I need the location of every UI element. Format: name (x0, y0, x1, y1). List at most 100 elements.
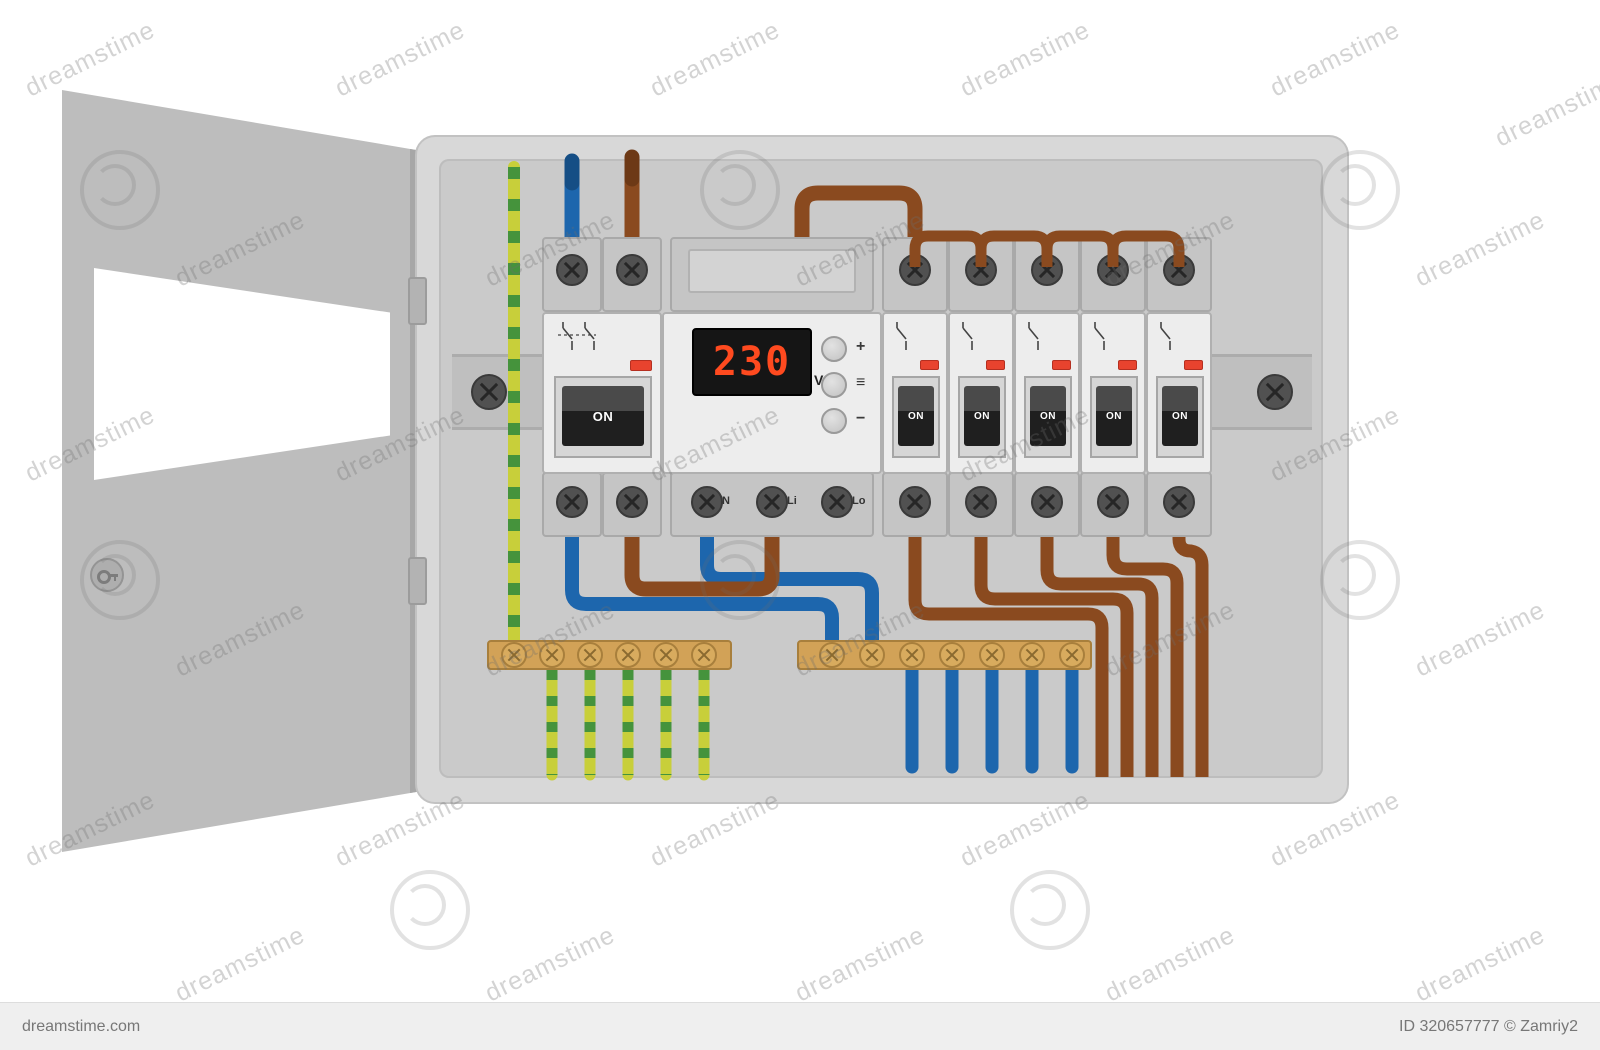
circuit-breaker: ON (1146, 312, 1212, 474)
watermark-footer: dreamstime.com ID 320657777 © Zamriy2 (0, 1002, 1600, 1050)
menu-label: ≡ (856, 374, 866, 391)
watermark-text: dreamstime (20, 15, 160, 103)
bus-screw-icon (1019, 642, 1045, 668)
footer-credit: ID 320657777 © Zamriy2 (1399, 1017, 1578, 1035)
bus-screw-icon (539, 642, 565, 668)
bus-screw-icon (899, 642, 925, 668)
watermark-text: dreamstime (645, 15, 785, 103)
watermark-swirl-icon (1010, 870, 1090, 950)
circuit-breaker: ON (1080, 312, 1146, 474)
terminal-screw-icon (1097, 486, 1129, 518)
terminal-screw-icon (556, 254, 588, 286)
terminal-block (542, 472, 602, 537)
breaker-symbol-icon (1160, 322, 1171, 350)
terminal-block (882, 472, 948, 537)
watermark-text: dreamstime (955, 15, 1095, 103)
breaker-symbol-icon (1094, 322, 1105, 350)
meter-minus-button (821, 408, 847, 434)
cabinet-door (62, 90, 422, 852)
breaker-symbol-icon (896, 322, 907, 350)
voltmeter-module: 230 V + ≡ − (662, 312, 882, 474)
bus-screw-icon (979, 642, 1005, 668)
terminal-screw-icon (756, 486, 788, 518)
breaker-switch: ON (1162, 386, 1198, 446)
screw-icon (1257, 374, 1293, 410)
trip-indicator (1052, 360, 1071, 370)
meter-cover-panel (688, 249, 856, 293)
watermark-swirl-icon (390, 870, 470, 950)
breaker-symbol-icon (962, 322, 973, 350)
terminal-label-lo: Lo (852, 495, 866, 507)
hinge-icon (408, 277, 427, 325)
terminal-screw-icon (1031, 486, 1063, 518)
breaker-switch: ON (898, 386, 934, 446)
watermark-text: dreamstime (1410, 920, 1550, 1008)
circuit-breaker: ON (882, 312, 948, 474)
terminal-screw-icon (965, 486, 997, 518)
minus-label: − (856, 410, 866, 427)
bus-screw-icon (577, 642, 603, 668)
bus-screw-icon (1059, 642, 1085, 668)
watermark-text: dreamstime (1410, 205, 1550, 293)
terminal-screw-icon (691, 486, 723, 518)
voltage-display: 230 (692, 328, 812, 396)
terminal-screw-icon (899, 254, 931, 286)
bus-screw-icon (819, 642, 845, 668)
terminal-screw-icon (556, 486, 588, 518)
plus-label: + (856, 338, 866, 355)
key-stem (108, 574, 118, 577)
terminal-label-li: Li (787, 495, 797, 507)
main-breaker-switch: ON (562, 386, 644, 446)
trip-indicator (630, 360, 652, 371)
bus-screw-icon (939, 642, 965, 668)
watermark-text: dreamstime (790, 920, 930, 1008)
breaker-symbol-icon (1028, 322, 1039, 350)
watermark-text: dreamstime (1410, 595, 1550, 683)
trip-indicator (920, 360, 939, 370)
trip-indicator (986, 360, 1005, 370)
watermark-text: dreamstime (1490, 65, 1600, 153)
watermark-text: dreamstime (480, 920, 620, 1008)
circuit-breaker: ON (948, 312, 1014, 474)
breaker-switch: ON (1096, 386, 1132, 446)
watermark-text: dreamstime (1100, 920, 1240, 1008)
bus-screw-icon (859, 642, 885, 668)
terminal-screw-icon (1163, 254, 1195, 286)
meter-plus-button (821, 336, 847, 362)
meter-menu-button (821, 372, 847, 398)
terminal-screw-icon (821, 486, 853, 518)
watermark-text: dreamstime (1265, 15, 1405, 103)
terminal-screw-icon (616, 486, 648, 518)
footer-site: dreamstime.com (22, 1017, 141, 1035)
bus-screw-icon (501, 642, 527, 668)
earth-bus-bar (487, 640, 732, 670)
screw-icon (471, 374, 507, 410)
watermark-text: dreamstime (330, 15, 470, 103)
terminal-screw-icon (1163, 486, 1195, 518)
voltage-unit: V (814, 372, 824, 388)
key-tooth (114, 577, 116, 581)
rcd-symbol-icon (558, 322, 596, 350)
key-ring (97, 570, 111, 584)
bus-screw-icon (653, 642, 679, 668)
terminal-screw-icon (1097, 254, 1129, 286)
terminal-block (602, 237, 662, 312)
circuit-breaker: ON (1014, 312, 1080, 474)
voltage-value: 230 (712, 339, 792, 385)
terminal-screw-icon (965, 254, 997, 286)
trip-indicator (1118, 360, 1137, 370)
fuse-box: N Li Lo ON 230 V + ≡ − (408, 135, 1349, 804)
breaker-switch: ON (1030, 386, 1066, 446)
door-window (94, 268, 390, 480)
watermark-text: dreamstime (170, 920, 310, 1008)
bus-screw-icon (691, 642, 717, 668)
bus-screw-icon (615, 642, 641, 668)
main-breaker: ON (542, 312, 662, 474)
meter-top-cover (670, 237, 874, 312)
trip-indicator (1184, 360, 1203, 370)
terminal-screw-icon (899, 486, 931, 518)
terminal-label-n: N (722, 495, 730, 507)
breaker-switch: ON (964, 386, 1000, 446)
hinge-icon (408, 557, 427, 605)
